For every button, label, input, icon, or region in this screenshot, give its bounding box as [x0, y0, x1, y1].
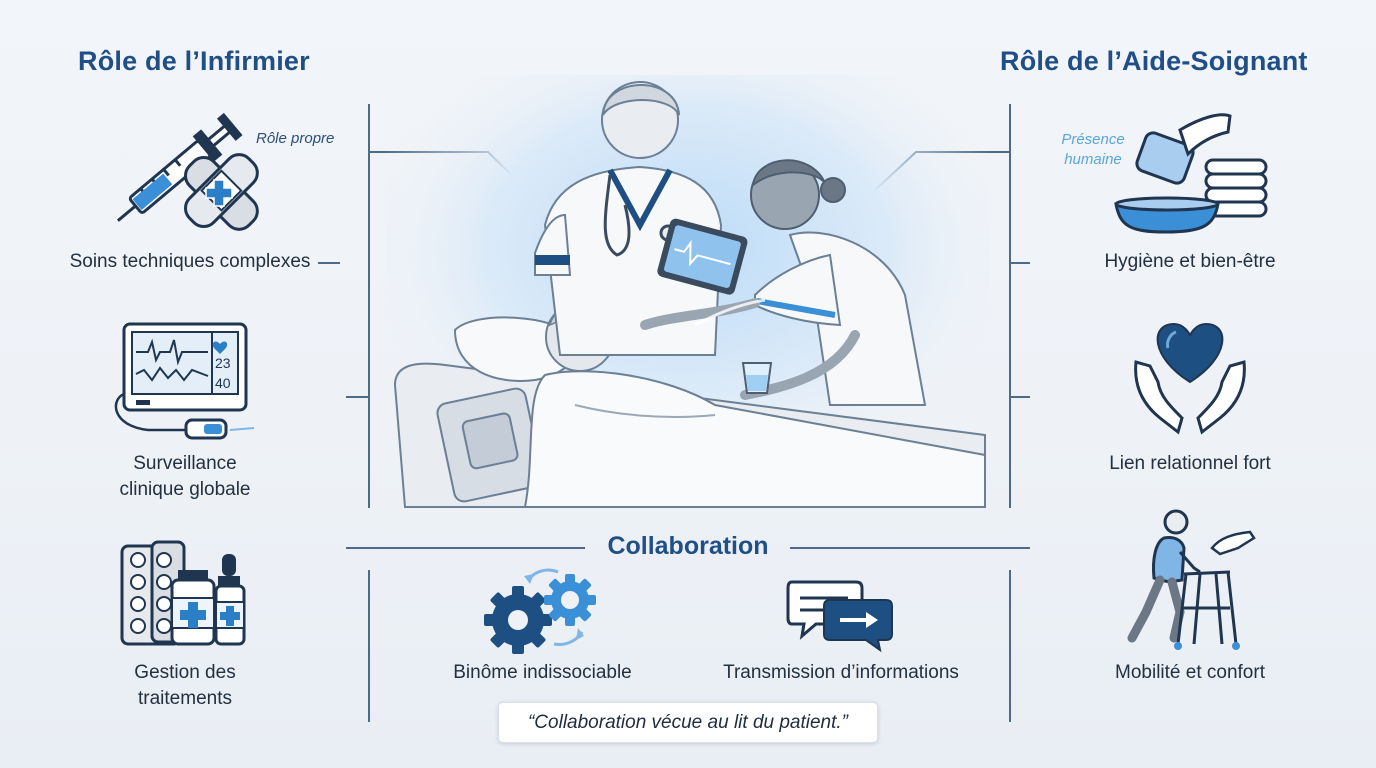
right-tick-2: [1010, 396, 1030, 398]
role-propre-note: Rôle propre: [256, 130, 335, 147]
left-tick-1: [318, 262, 340, 264]
transmission-label: Transmission d’informations: [723, 662, 959, 683]
collaboration-title: Collaboration: [607, 532, 769, 560]
surveillance-label: Surveillance clinique globale: [80, 451, 290, 503]
soins-techniques-label: Soins techniques complexes: [69, 251, 311, 272]
right-lower-divider-line: [1009, 570, 1011, 722]
presence-line-1: Présence: [1061, 131, 1125, 148]
walker-icon: [1127, 509, 1256, 650]
gears-icon: [484, 568, 596, 654]
surveillance-line-2: clinique globale: [119, 479, 251, 500]
speech-bubbles-icon: [786, 580, 893, 653]
heart-hands-icon: [1134, 322, 1246, 435]
monitor-value-1: 23: [215, 355, 231, 371]
presence-line-2: humaine: [1064, 151, 1122, 168]
gestion-line-1: Gestion des: [134, 662, 236, 683]
quote-box: “Collaboration vécue au lit du patient.”: [498, 702, 878, 743]
presence-humaine-note: Présence humaine: [1053, 130, 1133, 170]
binome-label: Binôme indissociable: [453, 662, 632, 683]
left-divider-line: [368, 104, 370, 508]
medication-icon: [120, 540, 246, 646]
left-tick-2: [346, 396, 370, 398]
gestion-label: Gestion des traitements: [80, 660, 290, 712]
left-title: Rôle de l’Infirmier: [78, 46, 310, 76]
lien-relationnel-label: Lien relationnel fort: [1109, 453, 1271, 474]
hygiene-label: Hygiène et bien-être: [1104, 251, 1276, 272]
left-lower-divider-line: [368, 570, 370, 722]
hygiene-basin-icon: [1114, 113, 1268, 234]
mobilite-label: Mobilité et confort: [1115, 662, 1265, 683]
right-title: Rôle de l’Aide-Soignant: [1000, 46, 1308, 76]
right-divider-line: [1009, 104, 1011, 508]
monitor-value-2: 40: [215, 375, 231, 391]
gestion-line-2: traitements: [138, 688, 232, 709]
care-scene-illustration: [385, 75, 990, 508]
right-tick-1: [1010, 262, 1030, 264]
syringe-bandage-icon: [116, 112, 259, 231]
surveillance-line-1: Surveillance: [133, 453, 237, 474]
monitor-icon: 23 40: [114, 322, 255, 440]
